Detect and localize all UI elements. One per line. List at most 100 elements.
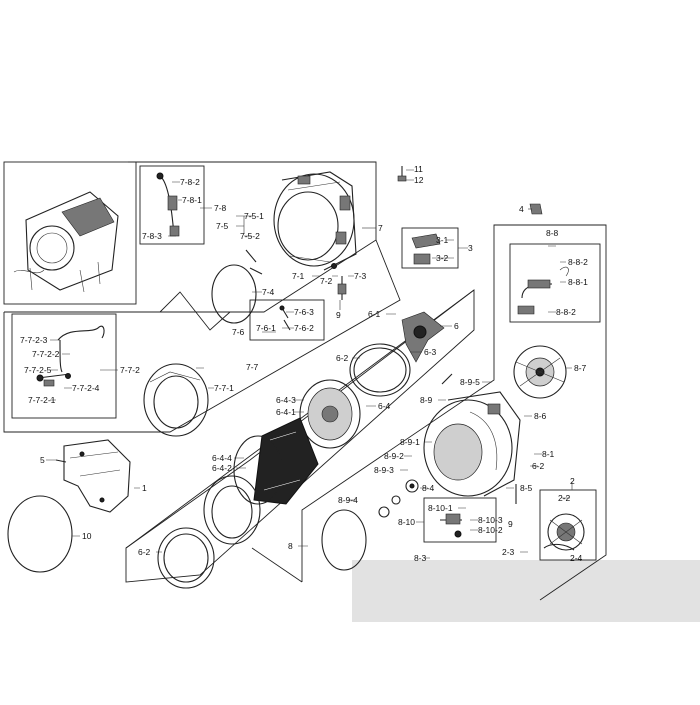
label-7-7-2-3: 7-7-2-3 <box>20 335 48 345</box>
label-2-2: 2-2 <box>558 493 571 503</box>
label-8-5: 8-5 <box>520 483 533 493</box>
part-7-7-1-seal <box>143 363 209 437</box>
label-8-9-4: 8-9-4 <box>338 495 358 505</box>
label-8-9: 8-9 <box>420 395 433 405</box>
box-8-10 <box>423 497 497 543</box>
label-7-5: 7-5 <box>216 221 229 231</box>
tub-rear-link <box>251 547 303 583</box>
inset-assembly-box <box>3 161 137 305</box>
part-8-10-hose <box>440 513 462 538</box>
part-8-9-tub-rear <box>423 391 521 497</box>
part-2-3-gear <box>543 543 575 551</box>
label-8-10-3: 8-10-3 <box>478 515 503 525</box>
label-7-7-2-4: 7-7-2-4 <box>72 383 100 393</box>
part-4-clip <box>529 203 543 215</box>
gray-overlay-block <box>352 560 700 622</box>
label-7-7: 7-7 <box>246 362 259 372</box>
tub-front-part <box>273 171 357 271</box>
label-6-3: 6-3 <box>424 347 437 357</box>
label-10: 10 <box>82 531 92 541</box>
part-2-2-motor <box>547 513 585 551</box>
label-8-9-3: 8-9-3 <box>374 465 394 475</box>
part-3-bracket <box>411 233 441 265</box>
part-8-7-pulley <box>513 345 567 399</box>
box-8-8 <box>509 243 601 323</box>
label-7-8-1: 7-8-1 <box>182 195 202 205</box>
label-1: 1 <box>142 483 147 493</box>
label-8-8-2-bottom: 8-8-2 <box>556 307 576 317</box>
part-7-x-small <box>245 249 347 300</box>
label-7-5-2: 7-5-2 <box>240 231 260 241</box>
box-2 <box>539 489 597 561</box>
label-6: 6 <box>454 321 459 331</box>
label-6-4-1: 6-4-1 <box>276 407 296 417</box>
part-7-4-ring <box>211 264 257 324</box>
label-2-4: 2-4 <box>570 553 583 563</box>
part-1-hinge <box>63 439 131 513</box>
label-7-7-2: 7-7-2 <box>120 365 140 375</box>
label-2-3: 2-3 <box>502 547 515 557</box>
label-6-2-top: 6-2 <box>336 353 349 363</box>
label-7-8: 7-8 <box>214 203 227 213</box>
label-7-7-2-1: 7-7-2-1 <box>28 395 56 405</box>
part-6-2-ring-top <box>349 343 411 397</box>
label-7-6-3: 7-6-3 <box>294 307 314 317</box>
part-7-7-2-harness <box>36 325 105 387</box>
leader-lines <box>46 169 573 559</box>
label-6-4-3: 6-4-3 <box>276 395 296 405</box>
label-8-3: 8-3 <box>414 553 427 563</box>
part-6-4-2-drum <box>233 417 319 505</box>
part-7-8-hose <box>156 172 180 237</box>
part-6-2-ring-bottom <box>157 527 215 589</box>
label-9-rear: 9 <box>508 519 513 529</box>
part-11-12-bolts <box>397 166 407 182</box>
label-8-1: 8-1 <box>542 449 555 459</box>
tub-front-frame-bottom <box>3 239 401 433</box>
tub-rear-frame <box>301 224 607 601</box>
label-11: 11 <box>414 164 423 174</box>
label-8-10: 8-10 <box>398 517 415 527</box>
drum-frame-inner <box>125 289 475 549</box>
part-6-1-spider <box>401 311 445 363</box>
label-8-10-2: 8-10-2 <box>478 525 503 535</box>
label-8-8-1: 8-8-1 <box>568 277 588 287</box>
label-2: 2 <box>570 476 575 486</box>
label-8-10-1: 8-10-1 <box>428 503 453 513</box>
inset-washer-assembly <box>13 191 119 293</box>
label-7-6-1: 7-6-1 <box>256 323 276 333</box>
label-12: 12 <box>414 175 424 185</box>
label-8-8-2-top: 8-8-2 <box>568 257 588 267</box>
label-3-2: 3-2 <box>436 253 449 263</box>
label-6-4-4: 6-4-4 <box>212 453 232 463</box>
label-8-9-5: 8-9-5 <box>460 377 480 387</box>
label-6-4-2: 6-4-2 <box>212 463 232 473</box>
part-5-screw <box>55 459 67 463</box>
label-7: 7 <box>378 223 383 233</box>
label-6-1: 6-1 <box>368 309 381 319</box>
label-8-6: 8-6 <box>534 411 547 421</box>
tub-front-zigzag <box>4 291 231 331</box>
label-7-4: 7-4 <box>262 287 275 297</box>
label-7-6: 7-6 <box>232 327 245 337</box>
label-5: 5 <box>40 455 45 465</box>
label-7-8-2: 7-8-2 <box>180 177 200 187</box>
part-10-ring <box>7 495 73 573</box>
label-8: 8 <box>288 541 293 551</box>
label-7-7-2-2: 7-7-2-2 <box>32 349 60 359</box>
label-7-6-2: 7-6-2 <box>294 323 314 333</box>
box-7-7-2 <box>11 313 117 419</box>
label-7-7-1: 7-7-1 <box>214 383 234 393</box>
box-7-6 <box>249 299 325 341</box>
label-7-5-1: 7-5-1 <box>244 211 264 221</box>
label-7-1: 7-1 <box>292 271 305 281</box>
part-7-6-screws <box>279 305 291 331</box>
label-9-top: 9 <box>336 310 341 320</box>
label-7-2: 7-2 <box>320 276 333 286</box>
part-8-9-small <box>378 373 453 518</box>
label-6-2-rear: 6-2 <box>532 461 545 471</box>
label-8-8: 8-8 <box>546 228 559 238</box>
part-6-4-drum-back <box>299 379 361 449</box>
frame-lines <box>3 161 607 601</box>
